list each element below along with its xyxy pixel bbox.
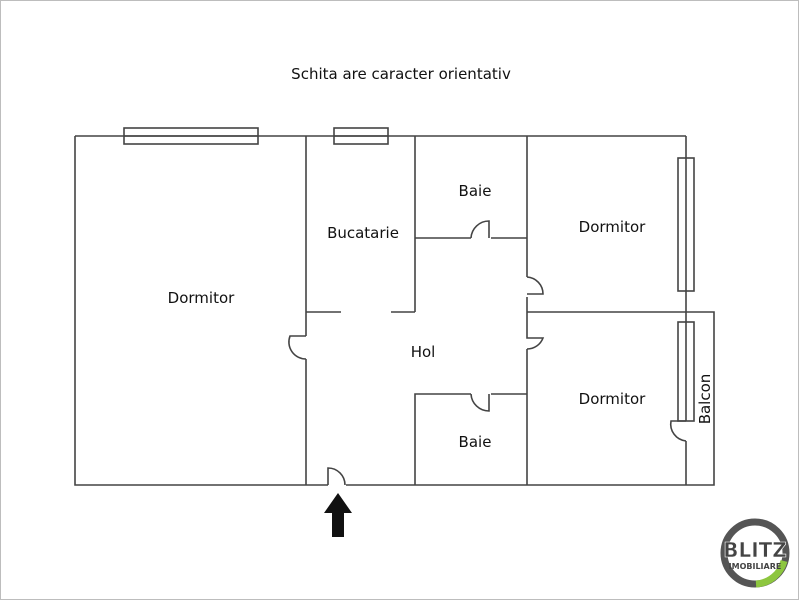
walls	[74, 135, 715, 486]
room-label-baie-top: Baie	[459, 182, 492, 200]
doors	[288, 220, 687, 486]
room-label-hol: Hol	[411, 343, 436, 361]
windows	[123, 127, 695, 422]
room-label-bucatarie: Bucatarie	[327, 224, 399, 242]
room-label-dormitor-left: Dormitor	[168, 289, 235, 307]
room-label-balcon: Balcon	[696, 374, 714, 425]
entrance-arrow-icon	[324, 493, 352, 537]
room-label-dormitor-bottom-right: Dormitor	[579, 390, 646, 408]
room-label-baie-bottom: Baie	[459, 433, 492, 451]
svg-text:BLITZ: BLITZ	[723, 538, 787, 562]
svg-text:IMOBILIARE: IMOBILIARE	[729, 562, 782, 571]
blitz-logo: BLITZ IMOBILIARE	[720, 518, 790, 588]
room-label-dormitor-top-right: Dormitor	[579, 218, 646, 236]
plan-title: Schita are caracter orientativ	[291, 65, 511, 83]
